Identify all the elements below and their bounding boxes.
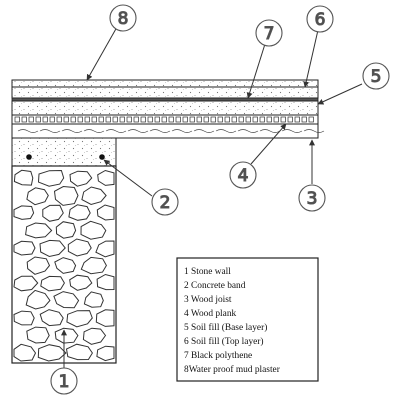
stone [42, 204, 64, 222]
stone [13, 275, 39, 292]
callout-2: 2 [151, 188, 179, 216]
stone [26, 256, 51, 275]
legend-item-5: 5 Soil fill (Base layer) [184, 322, 267, 333]
leader-8 [86, 26, 118, 81]
stone [25, 289, 51, 310]
stone [13, 169, 34, 186]
stone [26, 326, 50, 344]
callout-circles: 8 7 6 5 4 3 2 1 [50, 4, 390, 395]
roof-layers [11, 79, 325, 139]
legend-item-3: 3 Wood joist [184, 295, 232, 305]
stone [13, 343, 37, 362]
legend-item-4: 4 Wood plank [184, 309, 237, 319]
callout-7: 7 [255, 19, 283, 47]
wood-plank-layer [11, 114, 319, 125]
leader-lines [61, 26, 363, 368]
callout-3: 3 [298, 184, 326, 212]
callout-8: 8 [109, 4, 137, 32]
stone [26, 187, 49, 206]
stone [55, 221, 77, 239]
stone [40, 275, 65, 292]
leader-4 [250, 123, 287, 165]
stone [67, 238, 92, 257]
callout-7-number: 7 [264, 24, 275, 44]
stone [39, 309, 64, 327]
soil-fill-base-layer [11, 100, 319, 116]
stone [80, 256, 107, 275]
callout-3-number: 3 [307, 189, 318, 209]
stone [96, 273, 115, 291]
callout-1-number: 1 [59, 372, 70, 392]
callout-2-number: 2 [160, 193, 171, 213]
stone [82, 327, 107, 345]
stone [80, 220, 107, 240]
stone [25, 222, 53, 239]
soil-fill-top-layer [11, 86, 319, 99]
callout-6-number: 6 [315, 10, 326, 30]
stone [39, 239, 66, 258]
stone [37, 344, 67, 362]
stone [95, 309, 115, 327]
stone [69, 274, 93, 291]
stone [54, 327, 79, 344]
stone [95, 240, 115, 258]
callout-5: 5 [362, 62, 390, 90]
legend-item-6: 6 Soil fill (Top layer) [184, 336, 264, 347]
callout-6: 6 [306, 5, 334, 33]
callout-4-number: 4 [238, 166, 249, 186]
stone [68, 204, 91, 221]
legend-item-1: 1 Stone wall [184, 267, 231, 277]
legend-item-8: 8Water proof mud plaster [184, 364, 281, 375]
legend-item-2: 2 Concrete band [184, 281, 246, 291]
stone [83, 291, 104, 308]
legend-box: 1 Stone wall 2 Concrete band 3 Wood jois… [176, 257, 319, 382]
wood-joist-grain [17, 129, 325, 133]
callout-8-number: 8 [118, 9, 129, 29]
stone [53, 291, 80, 309]
callout-4: 4 [229, 161, 257, 189]
concrete-band [11, 137, 117, 167]
stone [96, 345, 115, 362]
legend-item-7: 7 Black polythene [184, 351, 252, 361]
leader-5 [317, 83, 363, 105]
leader-6 [303, 29, 319, 88]
stone [81, 186, 107, 206]
leader-7 [246, 43, 266, 99]
leader-2 [103, 159, 153, 197]
callout-5-number: 5 [371, 67, 382, 87]
stone [37, 169, 65, 187]
stone [13, 310, 35, 326]
stone [53, 185, 79, 206]
stone [96, 204, 115, 221]
stone [97, 169, 115, 186]
stone [13, 240, 36, 256]
stone [65, 343, 93, 361]
wood-joist-layer [11, 123, 319, 139]
stone [66, 310, 93, 328]
stone [13, 205, 35, 220]
stone [69, 170, 93, 187]
stone [54, 257, 77, 274]
waterproof-mud-plaster-layer [11, 79, 319, 88]
callout-1: 1 [50, 367, 78, 395]
